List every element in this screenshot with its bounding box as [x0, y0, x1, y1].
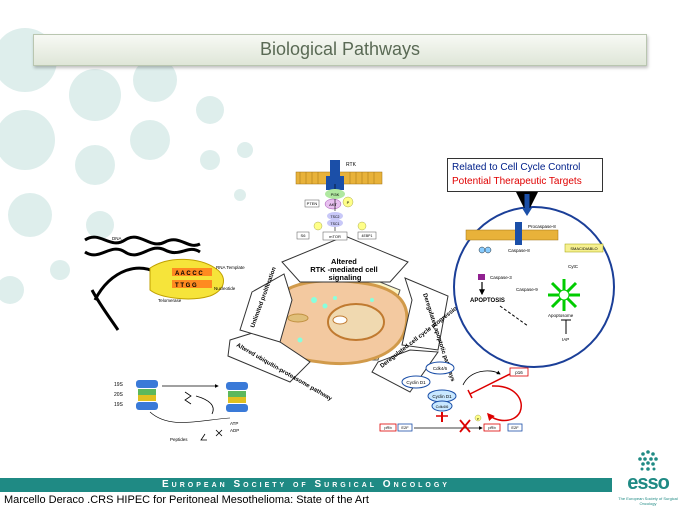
svg-text:Peptides: Peptides — [170, 437, 188, 442]
svg-text:ATP: ATP — [230, 421, 238, 426]
svg-text:TSC2: TSC2 — [331, 215, 340, 219]
svg-text:Caspase-8: Caspase-8 — [508, 248, 530, 253]
svg-text:19S: 19S — [114, 382, 124, 388]
svg-text:CytC: CytC — [568, 264, 579, 269]
svg-text:ADP: ADP — [230, 428, 239, 433]
svg-text:mTOR: mTOR — [329, 234, 341, 239]
title-bar: Biological Pathways — [33, 34, 647, 66]
central-cell — [265, 279, 409, 366]
svg-text:DNA: DNA — [112, 236, 122, 241]
legend-line-therapeutic: Potential Therapeutic Targets — [452, 176, 582, 187]
svg-text:Caspase-3: Caspase-3 — [490, 275, 512, 280]
svg-text:Apoptosome: Apoptosome — [548, 313, 574, 318]
society-name: European Society of Surgical Oncology — [162, 479, 450, 490]
svg-text:SMAC/DIABLO: SMAC/DIABLO — [570, 246, 597, 251]
svg-text:T T G G: T T G G — [175, 283, 197, 289]
svg-text:pRb: pRb — [488, 425, 496, 430]
svg-text:TSC1: TSC1 — [331, 222, 340, 226]
svg-text:p16: p16 — [515, 370, 523, 375]
esso-logo-text: esso — [627, 472, 670, 494]
svg-text:pRb: pRb — [384, 425, 392, 430]
svg-text:IAP: IAP — [562, 337, 569, 342]
svg-text:19S: 19S — [114, 402, 124, 408]
svg-text:P: P — [347, 200, 350, 205]
svg-text:A A C C C: A A C C C — [175, 271, 203, 277]
svg-text:20S: 20S — [114, 392, 124, 398]
svg-text:E2F: E2F — [511, 425, 519, 430]
slide-caption: Marcello Deraco .CRS HIPEC for Peritonea… — [4, 494, 369, 506]
svg-text:Cyclin D1: Cyclin D1 — [432, 394, 452, 399]
esso-logo: esso The European Society of Surgical On… — [615, 448, 681, 510]
rtk-panel: RTK PI3K PTEN AKT P TSC2 TSC1 mTOR S6 4E… — [295, 160, 383, 241]
svg-text:S6: S6 — [301, 233, 307, 238]
svg-text:PTEN: PTEN — [307, 201, 318, 206]
cellcycle-panel: Cdk4/6 Cyclin D1 Cyclin D1 Cdk4/6 p16 pR… — [379, 361, 529, 433]
telomere-panel: A A C C C T T G G DNA RNA Template Nucle… — [84, 235, 245, 331]
svg-text:P: P — [477, 417, 479, 421]
svg-text:Cdk4/6: Cdk4/6 — [433, 366, 448, 371]
legend-line-cell-cycle: Related to Cell Cycle Control — [452, 162, 581, 173]
svg-text:PI3K: PI3K — [331, 192, 340, 197]
svg-text:E2F: E2F — [401, 425, 409, 430]
svg-text:Cdk4/6: Cdk4/6 — [436, 404, 449, 409]
svg-text:Cyclin D1: Cyclin D1 — [406, 380, 426, 385]
svg-text:Telomerase: Telomerase — [158, 298, 182, 303]
svg-text:Nucleotide: Nucleotide — [214, 286, 236, 291]
apoptosis-panel: Procaspase-8 Caspase-8 Caspase-3 APOPTOS… — [453, 184, 615, 368]
esso-logo-icon — [638, 450, 658, 471]
svg-text:Caspase-9: Caspase-9 — [516, 287, 538, 292]
pathway-label-rtk: Altered RTK -mediated cell signaling — [310, 257, 380, 282]
proteasome-panel: 19S 20S 19S ATP ADP Peptides — [114, 380, 248, 442]
slide-title: Biological Pathways — [259, 39, 421, 59]
esso-logo-subtext: The European Society of Surgical Oncolog… — [618, 496, 678, 506]
footer-band: European Society of Surgical Oncology — [0, 478, 612, 492]
legend-box: Related to Cell Cycle Control Potential … — [447, 158, 603, 192]
svg-text:AKT: AKT — [329, 202, 337, 207]
svg-text:RNA Template: RNA Template — [216, 265, 245, 270]
svg-text:4EBP1: 4EBP1 — [362, 234, 373, 238]
svg-text:Procaspase-8: Procaspase-8 — [528, 224, 556, 229]
svg-text:RTK: RTK — [346, 162, 357, 168]
svg-text:APOPTOSIS: APOPTOSIS — [470, 298, 505, 304]
pathway-arrow-rtk: Altered RTK -mediated cell signaling — [281, 235, 409, 283]
